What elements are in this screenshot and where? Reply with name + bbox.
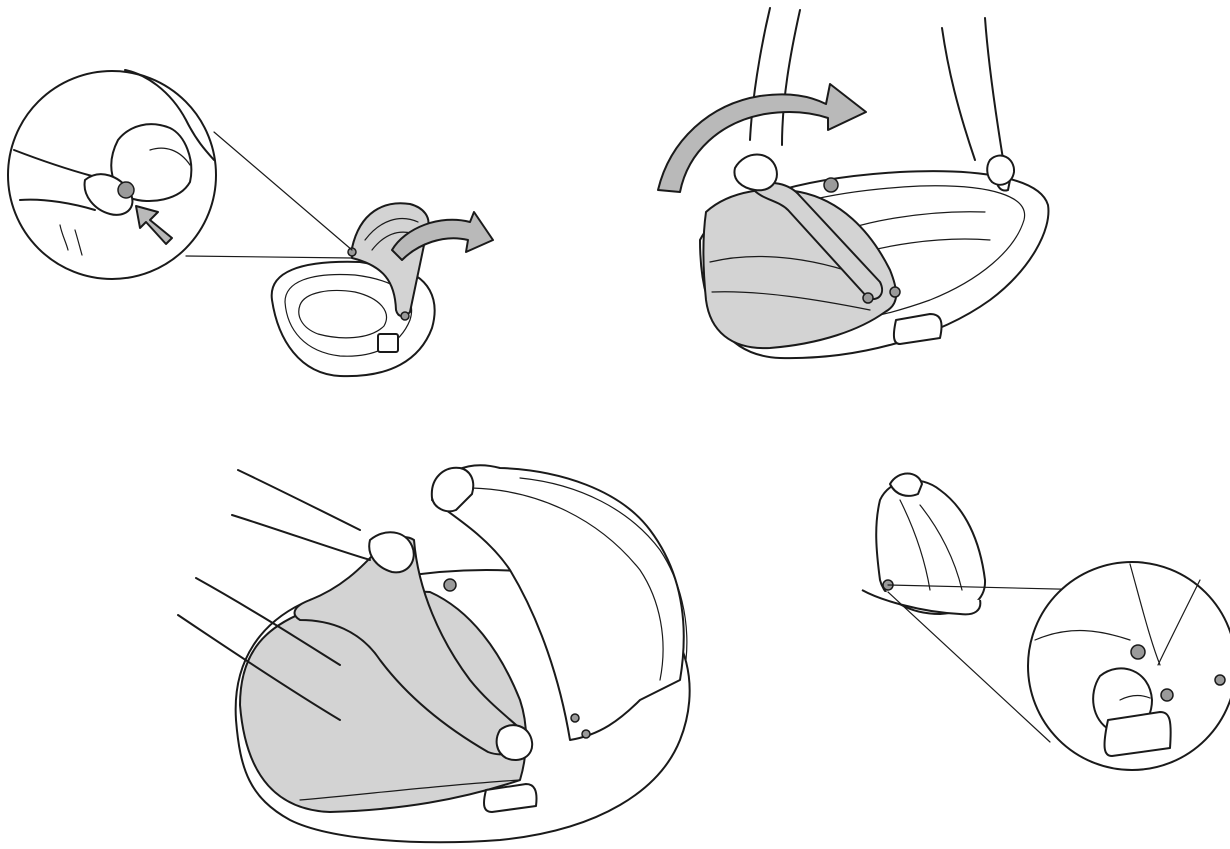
detail-zoom-circle-1: [8, 70, 216, 279]
panel-step-3: [178, 465, 690, 842]
panel-step-4: [862, 474, 1230, 771]
panel-step-1: [8, 70, 493, 376]
panel-step-2: [658, 8, 1048, 358]
left-arm: [750, 8, 770, 140]
detail-zoom-circle-2: [1028, 562, 1230, 770]
right-arm: [942, 28, 975, 160]
bassinet-side-view: [862, 474, 985, 615]
left-arm-upper: [238, 470, 360, 530]
